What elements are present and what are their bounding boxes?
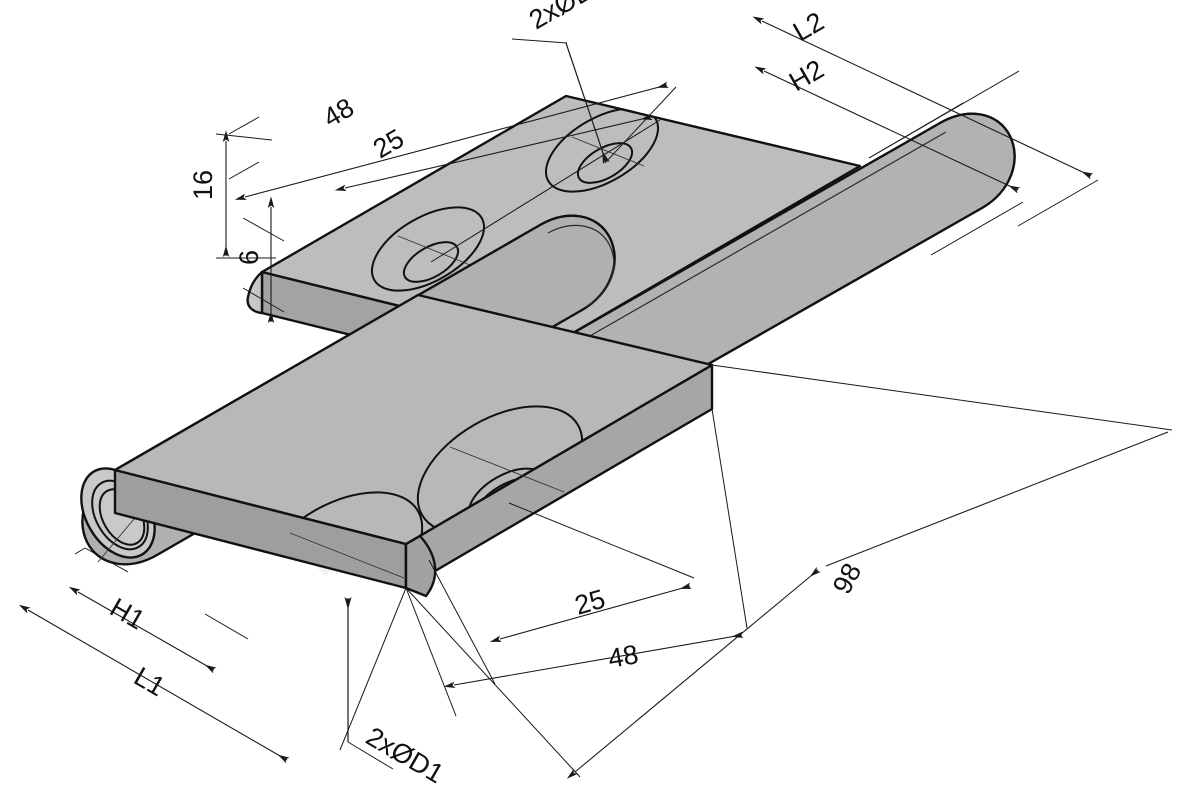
dimension-label-2xphid1: 2xØD1 xyxy=(361,721,449,789)
d48bot-ext-line-right xyxy=(405,587,457,717)
lower-leaf-counterbore-1-outer xyxy=(256,491,424,544)
lower-hole-2-centerline xyxy=(449,446,565,493)
d1-leader-shelf xyxy=(347,741,394,770)
l1-ext-line-right xyxy=(339,587,407,751)
dimension-h1: H1 xyxy=(68,547,249,674)
dimension-label-48-top: 48 xyxy=(318,92,359,133)
d2-leader-shelf xyxy=(511,38,568,44)
d98-ext-line-near xyxy=(405,587,581,778)
d6-ext-line-top xyxy=(242,217,285,242)
dimension-label-6: 6 xyxy=(234,250,264,265)
d98-ext-line-far xyxy=(711,364,1173,431)
d98-dim-line-extension xyxy=(826,432,1168,566)
d6-ext-line-bottom xyxy=(242,287,285,313)
dimension-16: 16 xyxy=(188,130,276,259)
h1-dim-line xyxy=(68,586,217,674)
dimension-label-98: 98 xyxy=(827,558,868,599)
d25bot-ext-line-left xyxy=(508,502,695,579)
h2-ext-line-right xyxy=(930,201,1024,256)
lower-leaf xyxy=(113,293,714,598)
upper-hole-1-centerline xyxy=(397,235,471,266)
dimension-label-h2: H2 xyxy=(784,54,829,97)
dimension-label-l2: L2 xyxy=(788,6,829,47)
dimension-label-25-top: 25 xyxy=(368,123,409,164)
knuckle-joint-edge xyxy=(539,214,616,311)
upper-leaf-left-end-cap xyxy=(246,270,264,315)
dimension-label-25-bottom: 25 xyxy=(571,584,608,621)
lower-hole-1-centerline xyxy=(289,532,405,579)
l2-ext-line-right xyxy=(1017,179,1099,227)
d25top-dim-line xyxy=(334,113,653,191)
dimension-label-l1: L1 xyxy=(129,661,170,702)
d48top-ext-line-left xyxy=(228,116,260,135)
h2-dim-line xyxy=(754,66,1021,194)
d48bot-dim-line xyxy=(443,631,744,689)
dimension-label-48-bottom: 48 xyxy=(606,639,641,674)
l1-dim-line xyxy=(18,604,290,764)
upper-leaf-counterbore-1-outer xyxy=(370,206,486,292)
dimension-label-2xphid2: 2xØD2 xyxy=(524,0,612,35)
dimension-label-16: 16 xyxy=(188,170,218,200)
upper-leaf-counterbore-1-bore xyxy=(402,241,460,283)
knuckle-junction xyxy=(539,214,616,311)
d16-ext-line-top xyxy=(215,133,273,141)
d25bot-ext-line-right xyxy=(428,559,496,685)
l1-ext-line-left xyxy=(74,547,86,555)
d48bot-ext-line-left xyxy=(711,408,748,629)
dimension-l1: L1 xyxy=(18,547,407,764)
d25top-ext-line-left xyxy=(228,161,260,180)
hinge-body xyxy=(80,94,1016,598)
h1-ext-line-right xyxy=(204,613,249,640)
dimension-6: 6 xyxy=(234,196,285,323)
d98-dim-line xyxy=(566,566,821,779)
h1-ext-line-left xyxy=(84,547,129,573)
knuckle-joint-edge-inner xyxy=(547,224,615,308)
